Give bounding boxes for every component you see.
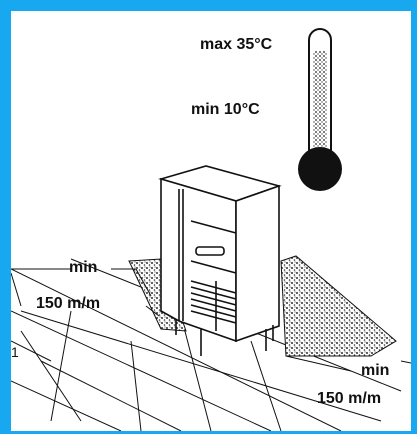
left-dimension-lines [11, 268, 160, 317]
left-clearance-min-label: min [69, 259, 98, 276]
right-clearance-area [280, 255, 397, 357]
right-clearance-distance-label: 150 m/m [317, 390, 382, 407]
thermometer-icon [298, 28, 342, 191]
left-clearance-distance-label: 150 m/m [36, 295, 101, 312]
min-temperature-label: min 10°C [191, 101, 260, 118]
ice-machine [158, 165, 282, 356]
right-clearance-min-label: min [361, 362, 390, 379]
margin-mark: 1 [11, 344, 19, 360]
right-dimension-lines [285, 355, 411, 372]
max-temperature-label: max 35°C [200, 36, 273, 53]
floor-grid [11, 258, 402, 431]
diagram-panel: max 35°C min 10°C min 150 m/m min 150 m/… [11, 11, 411, 431]
installation-illustration [11, 28, 411, 431]
